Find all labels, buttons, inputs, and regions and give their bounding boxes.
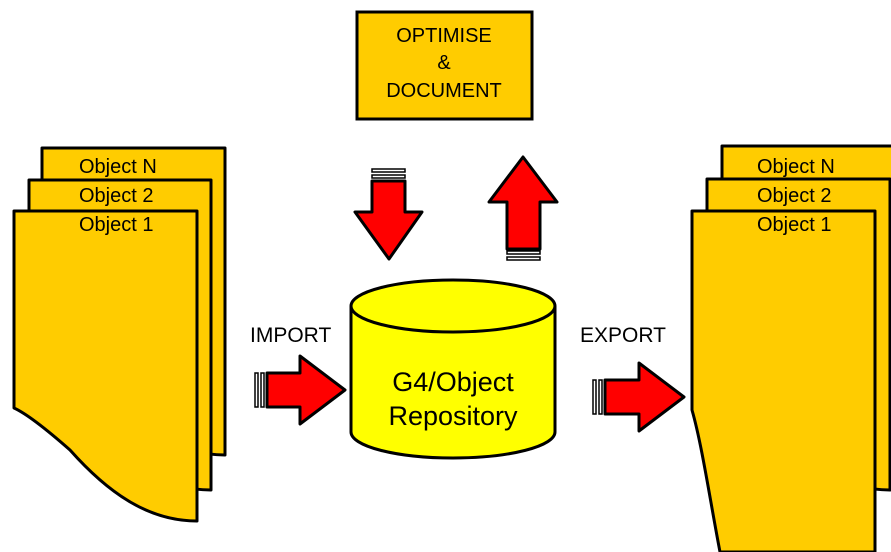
arrow-down-icon <box>353 168 424 261</box>
cylinder-body <box>349 306 557 460</box>
repository-label-line2: Repository <box>388 401 518 431</box>
right-document-stack: Object N Object 2 Object 1 <box>690 144 891 552</box>
optimise-box-line2: & <box>437 52 451 74</box>
right-doc-object-1-label: Object 1 <box>757 214 831 236</box>
optimise-box-line1: OPTIMISE <box>396 25 492 47</box>
right-doc-object-1: Object 1 <box>690 209 877 552</box>
optimise-box-line3: DOCUMENT <box>386 80 502 102</box>
cylinder-top <box>349 278 557 334</box>
repository-cylinder: G4/Object Repository <box>349 278 557 460</box>
optimise-document-box: OPTIMISE & DOCUMENT <box>355 10 534 121</box>
optimise-box-shape <box>355 10 534 121</box>
right-doc-object-n-label: Object N <box>757 156 835 178</box>
left-doc-object-n-label: Object N <box>79 156 157 178</box>
import-label: IMPORT <box>250 324 331 347</box>
left-doc-object-1-label: Object 1 <box>79 214 153 236</box>
left-doc-object-2-label: Object 2 <box>79 185 153 207</box>
arrow-up-icon <box>487 155 559 261</box>
left-document-stack: Object N Object 2 Object 1 <box>12 146 227 523</box>
right-doc-object-2-label: Object 2 <box>757 185 831 207</box>
import-arrow-icon <box>254 354 347 426</box>
left-doc-object-1: Object 1 <box>12 209 199 523</box>
export-arrow-icon <box>592 361 686 433</box>
repository-label-line1: G4/Object <box>392 367 514 397</box>
export-label: EXPORT <box>580 324 666 347</box>
